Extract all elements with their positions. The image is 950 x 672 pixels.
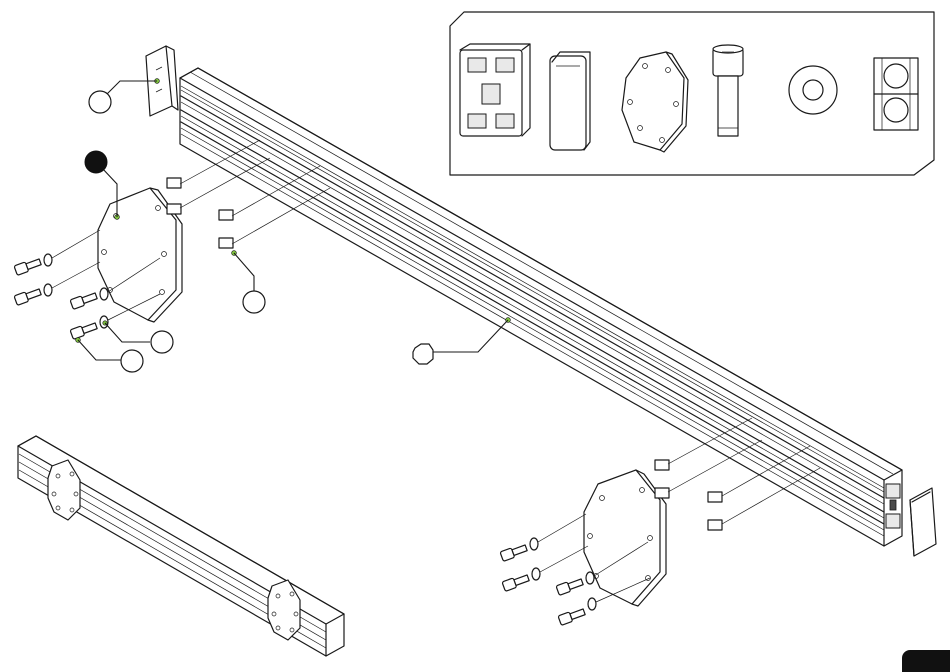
- callout-bolt: [78, 340, 143, 372]
- parts-legend: [450, 12, 934, 175]
- end-cap-front: [910, 488, 936, 556]
- t-nut-icon: [874, 58, 918, 130]
- socket-head-bolt-icon: [713, 45, 743, 136]
- washer-icon: [789, 66, 837, 114]
- callout-end-cap: [89, 81, 157, 113]
- extrusion-profile: [180, 68, 902, 546]
- callout-t-nut: [234, 253, 265, 313]
- t-nuts-right: [655, 460, 722, 530]
- mounting-plate-icon: [622, 52, 688, 152]
- bolts-right: [500, 543, 586, 625]
- assembled-preview: [18, 436, 344, 656]
- page-tab: [902, 650, 950, 672]
- end-cap-icon: [550, 52, 590, 150]
- extrusion-profile-icon: [460, 44, 530, 136]
- mounting-plate-right: [584, 470, 666, 606]
- callout-washer: [105, 323, 173, 353]
